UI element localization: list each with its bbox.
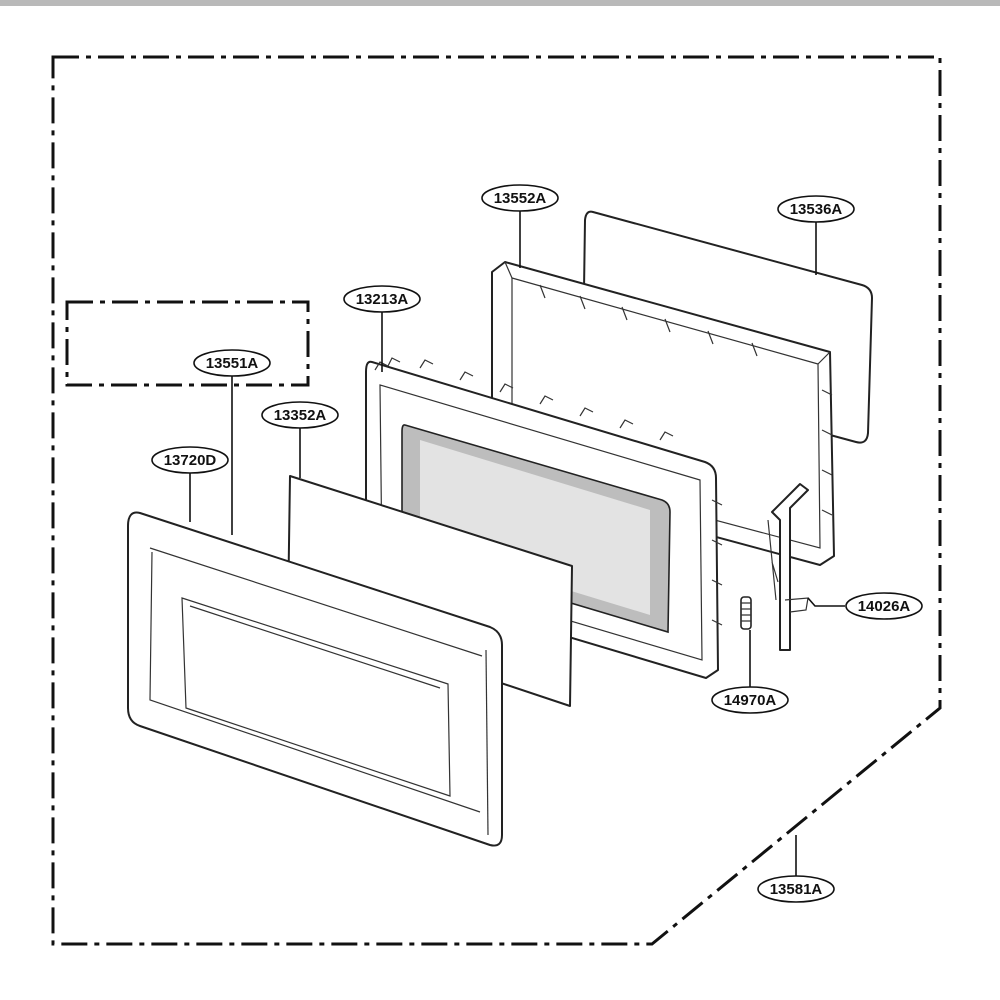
label-13581A: 13581A: [757, 875, 835, 903]
label-13352A: 13352A: [261, 401, 339, 429]
part-14970A-spring: [740, 596, 752, 630]
label-13213A-text: 13213A: [356, 291, 409, 308]
label-14970A: 14970A: [711, 686, 789, 714]
label-13536A-text: 13536A: [790, 201, 843, 218]
label-14970A-text: 14970A: [724, 692, 777, 709]
label-13552A: 13552A: [481, 184, 559, 212]
label-13352A-text: 13352A: [274, 407, 327, 424]
subassembly-box: [65, 300, 310, 387]
top-gray-bar: [0, 0, 1000, 6]
label-13552A-text: 13552A: [494, 190, 547, 207]
label-14026A: 14026A: [845, 592, 923, 620]
label-13551A: 13551A: [193, 349, 271, 377]
assembly-boundary: [51, 55, 942, 946]
label-13720D-text: 13720D: [164, 452, 217, 469]
leader-14026A: [807, 597, 845, 607]
label-13551A-text: 13551A: [206, 355, 259, 372]
label-13720D: 13720D: [151, 446, 229, 474]
label-14026A-text: 14026A: [858, 598, 911, 615]
label-13581A-text: 13581A: [770, 881, 823, 898]
label-13213A: 13213A: [343, 285, 421, 313]
label-13536A: 13536A: [777, 195, 855, 223]
part-13720D-door-cover: [127, 511, 503, 847]
part-14026A-latch: [767, 483, 809, 651]
